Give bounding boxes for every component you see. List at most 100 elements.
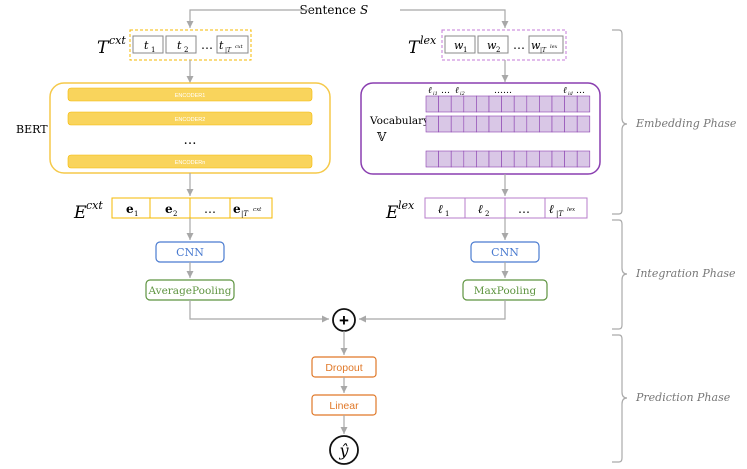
vocab-cell — [425, 115, 439, 133]
svg-text:e: e — [233, 202, 241, 216]
context-embeddings — [111, 197, 273, 219]
context-token-last: t |T cxt — [216, 35, 249, 54]
context-embedding-2: e 2 — [165, 202, 177, 218]
vocab-cell — [438, 95, 452, 113]
vocab-cell — [488, 115, 502, 133]
vocabulary-matrix — [425, 95, 591, 168]
context-embedding-1: e 1 — [126, 202, 138, 218]
svg-text:lex: lex — [550, 44, 558, 50]
svg-text:1: 1 — [134, 210, 138, 218]
vocab-cell — [488, 95, 502, 113]
sentence-symbol: S — [360, 3, 368, 17]
vocab-cell — [576, 95, 591, 113]
vocabulary-label: Vocabulary — [369, 115, 429, 127]
vocab-cell — [463, 150, 477, 168]
average-pooling: AveragePooling — [145, 279, 235, 301]
vocabulary-symbol: 𝕍 — [376, 130, 387, 144]
vocab-cell — [450, 150, 465, 168]
svg-text:ENCODERn: ENCODERn — [175, 160, 206, 166]
vocab-cell — [438, 150, 452, 168]
svg-text:1: 1 — [445, 210, 449, 218]
vocab-cell — [425, 150, 439, 168]
svg-text:2: 2 — [184, 46, 188, 54]
vocabulary-container — [360, 82, 601, 175]
bert-label: BERT — [16, 123, 48, 136]
phase-embedding-label: Embedding Phase — [635, 117, 737, 130]
svg-text:2: 2 — [496, 46, 500, 54]
svg-text:cxt: cxt — [109, 34, 126, 47]
lexicon-token-1: w 1 — [444, 35, 476, 54]
svg-text:Dropout: Dropout — [325, 362, 362, 374]
vocab-cell — [539, 115, 553, 133]
vocab-cell — [488, 150, 502, 168]
lexicon-embedding-2: ℓ 2 — [478, 202, 489, 218]
vocab-cell — [476, 115, 490, 133]
svg-text:cxt: cxt — [235, 44, 244, 50]
max-pooling: MaxPooling — [462, 279, 548, 301]
svg-text:ENCODER2: ENCODER2 — [175, 117, 206, 123]
svg-text:lex: lex — [398, 199, 415, 212]
lexicon-embedding-ellipsis: … — [518, 202, 530, 216]
vocab-cell — [450, 115, 465, 133]
svg-text:w: w — [531, 39, 541, 52]
svg-text:cxt: cxt — [86, 199, 103, 212]
lexicon-tokens-label: T lex — [408, 34, 437, 58]
vocab-cell — [425, 95, 439, 113]
sentence-label: Sentence — [299, 3, 356, 17]
vocab-index-labels: ℓ i1 … ℓ i2 …… ℓ id … — [428, 86, 585, 97]
vocab-cell — [564, 95, 578, 113]
vocab-cell — [501, 95, 515, 113]
svg-text:|T: |T — [241, 210, 249, 218]
vocab-cell — [438, 115, 452, 133]
encoder-n: ENCODERn — [67, 154, 313, 169]
svg-text:w: w — [454, 39, 464, 52]
context-embedding-last: e |T cxt — [233, 202, 262, 218]
svg-text:lex: lex — [420, 34, 437, 47]
svg-text:CNN: CNN — [491, 246, 519, 259]
svg-text:T: T — [408, 38, 421, 58]
split-arrows — [186, 9, 509, 28]
context-embeddings-label: E cxt — [73, 199, 103, 223]
svg-text:|T: |T — [225, 47, 232, 54]
vocab-cell — [551, 150, 565, 168]
context-token-1: t 1 — [132, 35, 164, 54]
vocab-cell — [476, 95, 490, 113]
vocab-cell — [513, 150, 528, 168]
svg-text:id: id — [568, 91, 573, 97]
vocab-cell — [501, 150, 515, 168]
lexicon-embeddings-label: E lex — [385, 199, 415, 223]
vocab-cell — [576, 150, 591, 168]
svg-text:|T: |T — [540, 47, 547, 54]
merge-node: + — [332, 308, 356, 332]
linear-layer: Linear — [311, 394, 377, 416]
cnn-right: CNN — [470, 241, 540, 263]
encoder-ellipsis: … — [184, 133, 197, 148]
svg-text:lex: lex — [567, 207, 576, 213]
vocab-cell — [526, 150, 540, 168]
context-embedding-ellipsis: … — [204, 202, 216, 216]
vocab-cell — [551, 95, 565, 113]
lexicon-token-2: w 2 — [477, 35, 509, 54]
svg-text:1: 1 — [463, 46, 467, 54]
arrow-pool-left-to-merge — [189, 300, 329, 323]
vocab-cell — [526, 115, 540, 133]
svg-text:…: … — [441, 86, 450, 96]
svg-text:AveragePooling: AveragePooling — [147, 285, 231, 297]
lexicon-token-ellipsis: … — [513, 38, 525, 52]
output-node: ŷ — [329, 435, 359, 465]
arrow-pool-right-to-merge — [359, 300, 506, 323]
vocab-cell — [539, 95, 553, 113]
vocab-cell — [564, 115, 578, 133]
lexicon-embedding-1: ℓ 1 — [438, 202, 449, 218]
svg-text:ENCODER1: ENCODER1 — [175, 93, 206, 99]
svg-text:MaxPooling: MaxPooling — [474, 285, 537, 297]
svg-text:……: …… — [494, 86, 512, 96]
svg-text:ℓ: ℓ — [428, 86, 432, 96]
cnn-left: CNN — [155, 241, 225, 263]
svg-text:t: t — [219, 39, 224, 52]
svg-text:e: e — [126, 202, 134, 216]
encoder-1: ENCODER1 — [67, 87, 313, 102]
svg-text:2: 2 — [173, 210, 177, 218]
svg-text:ℓ: ℓ — [455, 86, 459, 96]
